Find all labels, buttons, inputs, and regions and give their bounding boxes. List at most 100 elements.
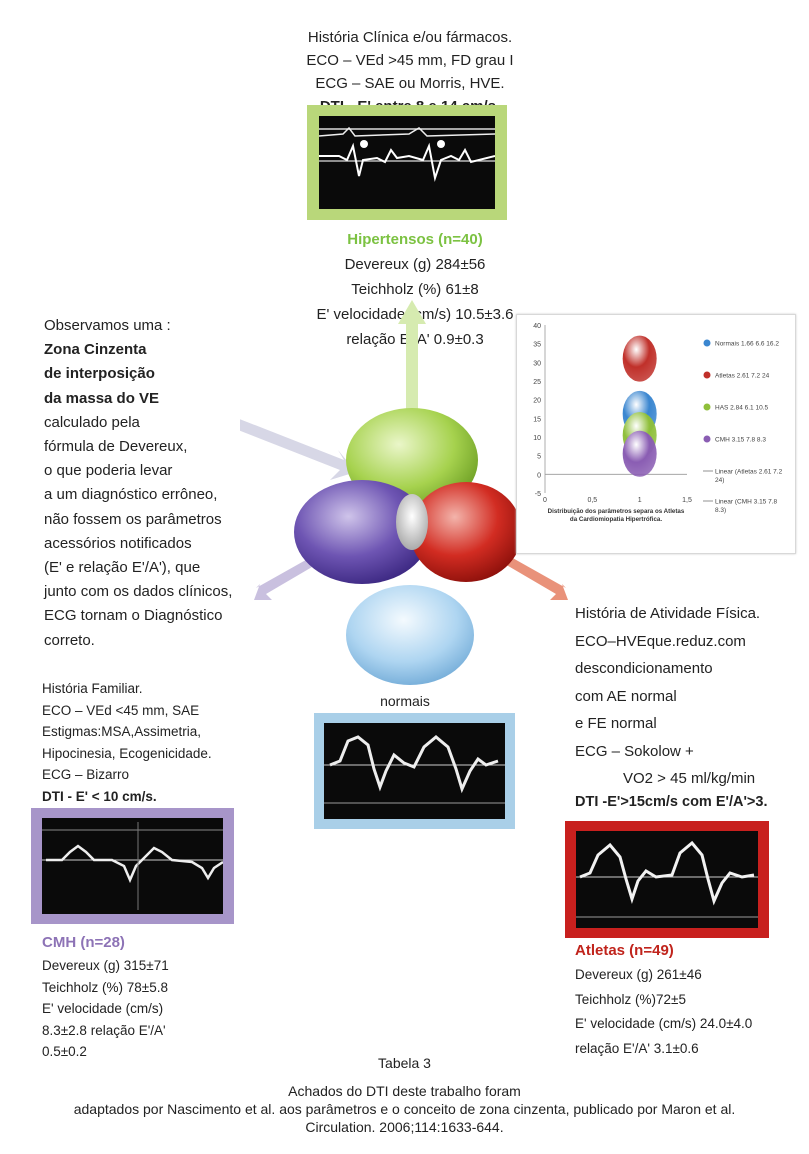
y-tick-label: 30 (533, 360, 541, 367)
legend-label: Normais 1.66 6.6 16.2 (715, 341, 779, 348)
observacao-bold-3: da massa do VE (44, 389, 160, 407)
hipertensos-title: Hipertensos (n=40) (347, 231, 483, 248)
legend-label: CMH 3.15 7.8 8.3 (715, 437, 766, 444)
atletas-echo-image (576, 831, 758, 928)
cmh-dti: DTI - E' < 10 cm/s. (42, 788, 157, 804)
cmh-title: CMH (n=28) (42, 934, 125, 951)
atletas-stat-3: E' velocidade (cm/s) 24.0±4.0 (575, 1016, 753, 1031)
normais-echo-image (324, 723, 505, 819)
hipertensos-echo-frame (307, 105, 507, 220)
atletas-line-1: História de Atividade Física. (575, 605, 761, 622)
observacao-line-1: calculado pela (44, 413, 140, 431)
atletas-stat-2: Teichholz (%)72±5 (575, 991, 686, 1007)
atletas-line-3: descondicionamento (575, 660, 713, 677)
legend-marker (703, 435, 711, 443)
legend-line-label-cont: 24) (715, 477, 724, 484)
cmh-line-4: Hipocinesia, Ecogenicidade. (42, 745, 212, 761)
cmh-echo-frame (31, 808, 234, 924)
atletas-line-5: e FE normal (575, 715, 657, 732)
caption-line-2: adaptados por Nascimento et al. aos parâ… (73, 1101, 736, 1117)
caption-line-3: Circulation. 2006;114:1633-644. (305, 1119, 504, 1135)
legend-line-label: Linear (Atletas 2.61 7.2 (715, 469, 783, 476)
legend-line-label-cont: 8.3) (715, 507, 726, 514)
y-tick-label: 15 (533, 416, 541, 423)
hipertensos-line-2: ECO – VEd >45 mm, FD grau I (306, 52, 514, 69)
observacao-line-9: ECG tornam o Diagnóstico (44, 607, 223, 625)
chart-subtitle: Distribuição dos parâmetros separa os At… (548, 508, 685, 515)
legend-label: Atletas 2.61 7.2 24 (715, 373, 770, 380)
cmh-stat-4: 8.3±2.8 relação E'/A' (42, 1022, 166, 1038)
y-tick-label: 25 (533, 379, 541, 386)
caption-line-1: Achados do DTI deste trabalho foram (288, 1083, 521, 1099)
x-tick-label: 0 (543, 497, 547, 504)
atletas-line-6: ECG – Sokolow + (575, 742, 694, 760)
observacao-line-2: fórmula de Devereux, (44, 438, 188, 456)
hipertensos-line-3: ECG – SAE ou Morris, HVE. (315, 75, 505, 92)
hipertensos-stat-1: Devereux (g) 284±56 (344, 256, 486, 273)
observacao-line-10: correto. (44, 631, 95, 649)
x-tick-label: 1,5 (682, 497, 692, 504)
y-tick-label: 5 (537, 454, 541, 461)
y-tick-label: 40 (533, 323, 541, 330)
atletas-stat-4: relação E'/A' 3.1±0.6 (575, 1040, 699, 1056)
atletas-dti: DTI -E'>15cm/s com E'/A'>3. (575, 794, 768, 810)
legend-marker (703, 403, 711, 411)
atletas-stat-1: Devereux (g) 261±46 (575, 967, 702, 982)
arrow-grey-left-icon (240, 419, 356, 480)
chart-subtitle: da Cardiomiopatia Hipertrófica. (570, 516, 662, 523)
observacao-line-5: não fossem os parâmetros (44, 510, 222, 528)
observacao-intro: Observamos uma : (44, 317, 171, 334)
legend-line-label: Linear (CMH 3.15 7.8 (715, 499, 778, 506)
atletas-summary: Atletas (n=49) Devereux (g) 261±46 Teich… (575, 939, 805, 1061)
caption: Tabela 3 Achados do DTI deste trabalho f… (0, 1054, 809, 1136)
normais-echo-frame (314, 713, 515, 829)
cmh-stat-2: Teichholz (%) 78±5.8 (42, 979, 168, 995)
cmh-stat-1: Devereux (g) 315±71 (42, 958, 169, 973)
cmh-line-5: ECG – Bizarro (42, 767, 130, 782)
zona-cinzenta (396, 494, 428, 550)
bubble-cmh (622, 430, 657, 477)
atletas-line-7: VO2 > 45 ml/kg/min (623, 770, 756, 787)
observacao-line-6: acessórios notificados (44, 534, 192, 552)
cmh-stat-5: 0.5±0.2 (42, 1044, 87, 1059)
normais-label: normais (380, 693, 430, 709)
observacao-bold-1: Zona Cinzenta (44, 341, 147, 359)
hipertensos-line-1: História Clínica e/ou fármacos. (307, 29, 513, 46)
atletas-title: Atletas (n=49) (575, 942, 674, 959)
observacao-bold-2: de interposição (44, 365, 155, 383)
cmh-stat-3: E' velocidade (cm/s) (42, 1001, 164, 1016)
observacao-line-4: a um diagnóstico errôneo, (44, 486, 218, 504)
legend-marker (703, 339, 711, 347)
hipertensos-echo-image (319, 116, 495, 209)
cmh-line-3: Estigmas:MSA,Assimetria, (42, 724, 202, 739)
y-tick-label: 20 (533, 398, 541, 405)
cmh-summary: CMH (n=28) Devereux (g) 315±71 Teichholz… (42, 931, 302, 1063)
atletas-echo-frame (565, 821, 769, 938)
cmh-header: História Familiar. ECO – VEd <45 mm, SAE… (42, 678, 302, 807)
sphere-atletas (410, 482, 522, 582)
arrow-up-icon (398, 300, 426, 410)
atletas-line-2: ECO–HVEque.reduz.com (575, 632, 746, 650)
observacao-text: Observamos uma : Zona Cinzenta de interp… (44, 314, 304, 653)
sphere-normais (346, 585, 474, 685)
observacao-line-3: o que poderia levar (44, 462, 173, 480)
arrow-down-right-icon (498, 552, 568, 600)
legend-marker (703, 371, 711, 379)
hipertensos-stat-2: Teichholz (%) 61±8 (351, 281, 479, 298)
x-tick-label: 1 (638, 497, 642, 504)
y-tick-label: 0 (537, 472, 541, 479)
arrow-down-left-icon (254, 552, 324, 600)
y-tick-label: 10 (533, 435, 541, 442)
caption-label: Tabela 3 (378, 1055, 431, 1071)
observacao-line-8: junto com os dados clínicos, (44, 583, 233, 601)
cmh-echo-image (42, 818, 223, 914)
atletas-header: História de Atividade Física. ECO–HVEque… (575, 600, 805, 793)
cmh-line-1: História Familiar. (42, 681, 143, 696)
cmh-line-2: ECO – VEd <45 mm, SAE (42, 702, 200, 718)
sphere-cmh (294, 480, 430, 584)
spheres-diagram (240, 300, 568, 685)
x-tick-label: 0,5 (587, 497, 597, 504)
y-tick-label: 35 (533, 342, 541, 349)
